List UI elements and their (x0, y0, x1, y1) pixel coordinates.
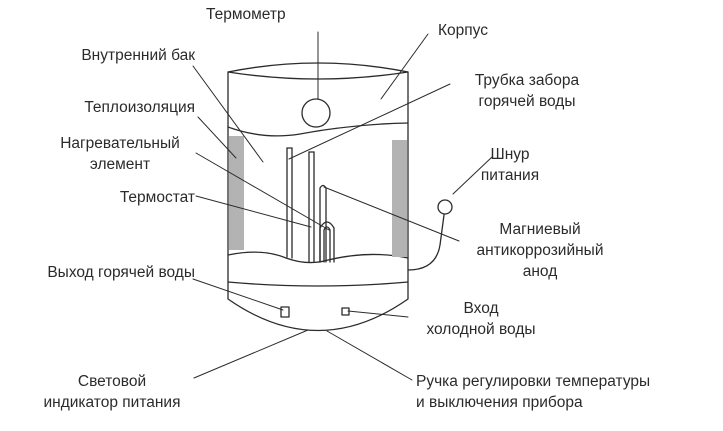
leader-insulation (197, 116, 237, 159)
thermometer-dial (301, 98, 331, 128)
label-hot-pipe-line2: горячей воды (478, 93, 576, 110)
label-knob-line1: Ручка регулировки температуры (416, 373, 651, 390)
leader-indicator (193, 329, 309, 379)
label-cord: Шнур питания (470, 144, 550, 186)
lower-compartment-line (227, 281, 409, 287)
leader-cold-inlet (347, 310, 409, 318)
label-anode: Магниевый антикоррозийный анод (460, 219, 620, 282)
leader-body (380, 33, 429, 100)
label-cord-line1: Шнур (490, 146, 530, 163)
heating-element-inner (323, 226, 331, 263)
label-anode-line1: Магниевый (499, 221, 581, 238)
power-cord (407, 214, 445, 271)
label-body: Корпус (438, 22, 488, 39)
leader-anode (323, 186, 460, 242)
hot-water-outlet (280, 306, 290, 318)
label-hot-outlet: Выход горячей воды (47, 264, 195, 281)
housing-outline (227, 62, 409, 332)
label-heater-line1: Нагревательный (60, 135, 180, 152)
cold-water-inlet (341, 307, 350, 316)
heating-element (319, 221, 335, 263)
label-cold-inlet-line1: Вход (463, 300, 499, 317)
power-plug (437, 199, 453, 215)
label-hot-pipe: Трубка забора горячей воды (452, 70, 602, 112)
inner-tank-top (227, 122, 409, 137)
leader-hot-outlet (192, 278, 284, 311)
leader-cord (452, 156, 493, 195)
leader-heater (195, 152, 330, 231)
leader-inner-tank (192, 65, 264, 163)
label-insulation: Теплоизоляция (84, 99, 195, 116)
label-thermostat: Термостат (119, 189, 195, 206)
label-knob-line2: и выключения прибора (416, 394, 583, 411)
label-hot-pipe-line1: Трубка забора (474, 72, 580, 89)
label-thermometer: Термометр (206, 6, 286, 23)
label-anode-line3: анод (522, 263, 558, 280)
label-indicator-line1: Световой (77, 373, 147, 390)
inner-tank-bottom (227, 251, 409, 264)
leader-knob (326, 330, 413, 381)
insulation-right (392, 140, 407, 257)
label-inner-tank: Внутренний бак (81, 47, 195, 64)
label-indicator-line2: индикатор питания (43, 394, 181, 411)
label-heater: Нагревательный элемент (44, 133, 196, 175)
label-cold-inlet-line2: холодной воды (426, 321, 536, 338)
leader-thermostat (195, 195, 312, 228)
leader-hot-pipe (288, 83, 451, 160)
label-heater-line2: элемент (89, 156, 151, 173)
label-cold-inlet: Вход холодной воды (412, 298, 550, 340)
label-anode-line2: антикоррозийный (476, 242, 604, 259)
label-indicator: Световой индикатор питания (28, 371, 196, 413)
label-knob: Ручка регулировки температуры и выключен… (416, 371, 650, 413)
insulation-left (229, 136, 244, 250)
label-cord-line2: питания (480, 167, 540, 184)
